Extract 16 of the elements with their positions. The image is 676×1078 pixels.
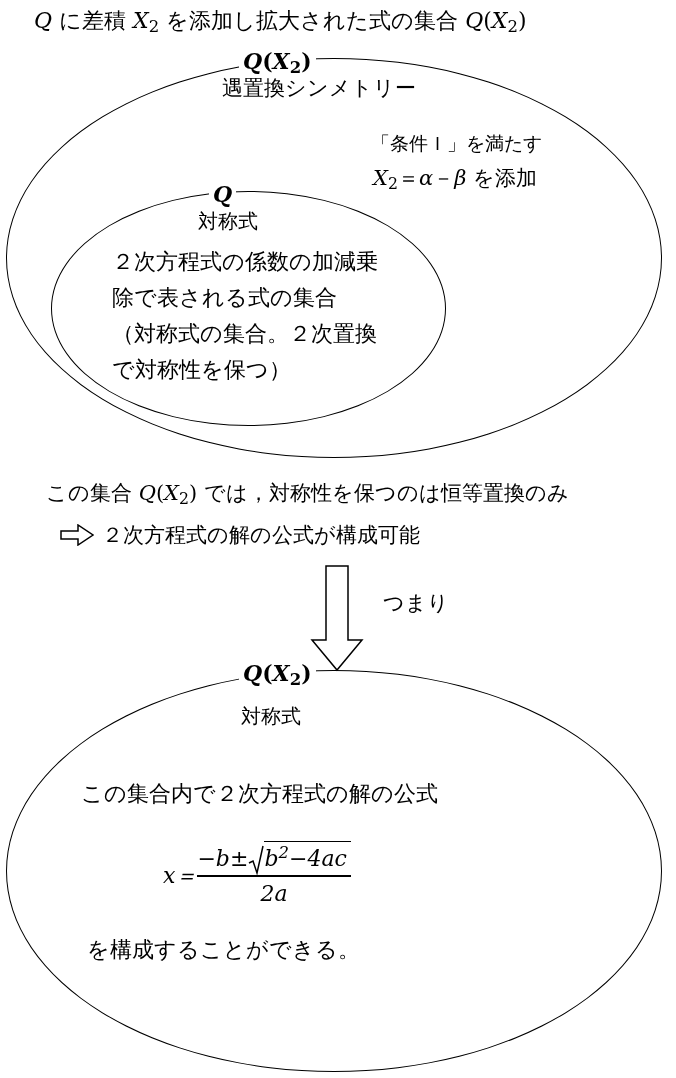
statement-text: この集合 Q(X$_{2}$) では，対称性を保つのは恒等置換のみ: [46, 480, 569, 510]
formula-lhs: x＝: [163, 861, 198, 890]
formula-numerator: −b±: [197, 845, 249, 873]
formula-intro: この集合内で２次方程式の解の公式: [81, 780, 438, 808]
diagram-title: Q に差積 X$_{2}$ を添加し拡大された式の集合 Q(X$_{2}$): [34, 7, 527, 37]
formula-outro: を構成することができる。: [87, 936, 360, 964]
set-description: 対称式: [198, 208, 258, 235]
formula-denominator: 2a: [260, 879, 288, 908]
set-description: 遇置換シンメトリー: [222, 75, 416, 102]
set-explanation: ２次方程式の係数の加減乗除で表される式の集合: [112, 248, 379, 312]
conclusion-text: ２次方程式の解の公式が構成可能: [102, 522, 420, 549]
set-note: （対称式の集合。２次置換で対称性を保つ）: [112, 320, 378, 384]
condition-text: 「条件Ｉ」を満たす: [371, 131, 542, 156]
adjoin-text: X$_{2}$＝α－β を添加: [373, 165, 537, 195]
hollow-down-arrow: [310, 565, 364, 672]
set-description: 対称式: [241, 703, 301, 730]
